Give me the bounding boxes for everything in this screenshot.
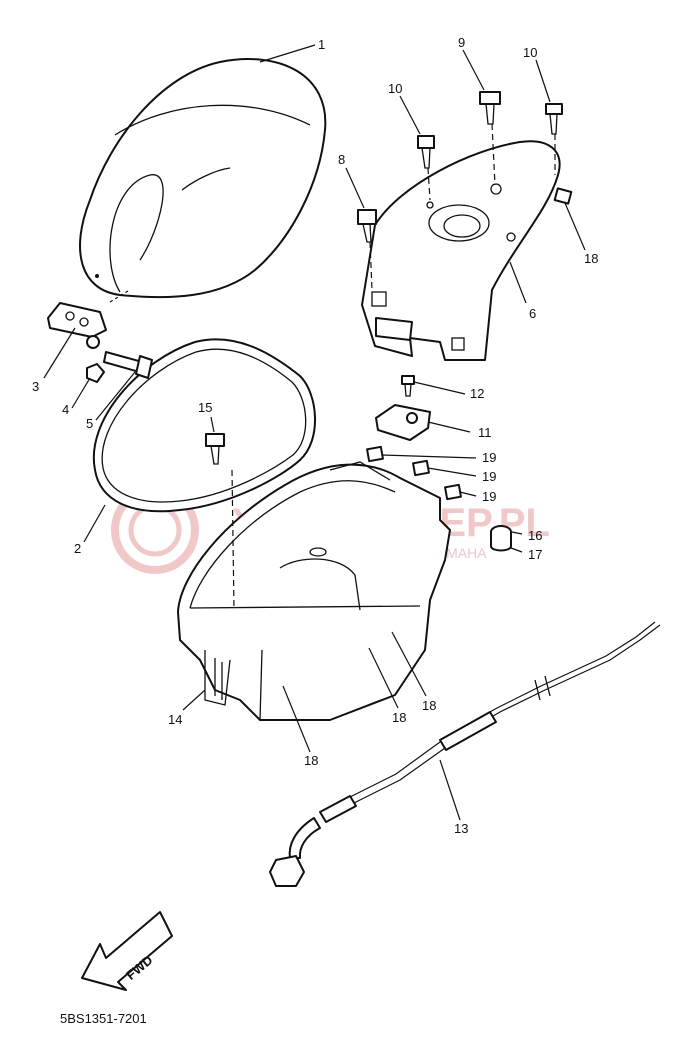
fwd-arrow-icon: FWD	[81, 911, 173, 991]
callout-14: 14	[168, 712, 182, 727]
callout-19c: 19	[482, 489, 496, 504]
callout-10a: 10	[388, 81, 402, 96]
grommet	[490, 525, 512, 552]
callout-18c: 18	[392, 710, 406, 725]
callout-12: 12	[470, 386, 484, 401]
callout-16: 16	[528, 528, 542, 543]
callout-19a: 19	[482, 450, 496, 465]
callout-6: 6	[529, 306, 536, 321]
bolts	[205, 91, 563, 465]
hinge-assembly	[47, 302, 153, 383]
seat	[79, 58, 327, 299]
seal-gasket	[92, 338, 317, 513]
bracket	[375, 404, 431, 441]
callout-1: 1	[318, 37, 325, 52]
callout-19b: 19	[482, 469, 496, 484]
storage-box	[177, 461, 451, 721]
callout-13: 13	[454, 821, 468, 836]
diagram-code: 5BS1351-7201	[60, 1011, 147, 1026]
callout-10b: 10	[523, 45, 537, 60]
callout-15: 15	[198, 400, 212, 415]
callout-18b: 18	[304, 753, 318, 768]
upper-cover-panel	[361, 140, 561, 361]
leader-lines	[43, 44, 586, 821]
callout-labels: 1 2 3 4 5 6 8 9 10 10 11 12 13 14 15 16 …	[32, 35, 598, 836]
seat-lock-cable	[269, 621, 661, 887]
callout-4: 4	[62, 402, 69, 417]
callout-5: 5	[86, 416, 93, 431]
callout-3: 3	[32, 379, 39, 394]
callout-9: 9	[458, 35, 465, 50]
callout-17: 17	[528, 547, 542, 562]
callout-18a: 18	[584, 251, 598, 266]
callout-18d: 18	[422, 698, 436, 713]
callout-8: 8	[338, 152, 345, 167]
callout-2: 2	[74, 541, 81, 556]
callout-11: 11	[478, 425, 492, 440]
